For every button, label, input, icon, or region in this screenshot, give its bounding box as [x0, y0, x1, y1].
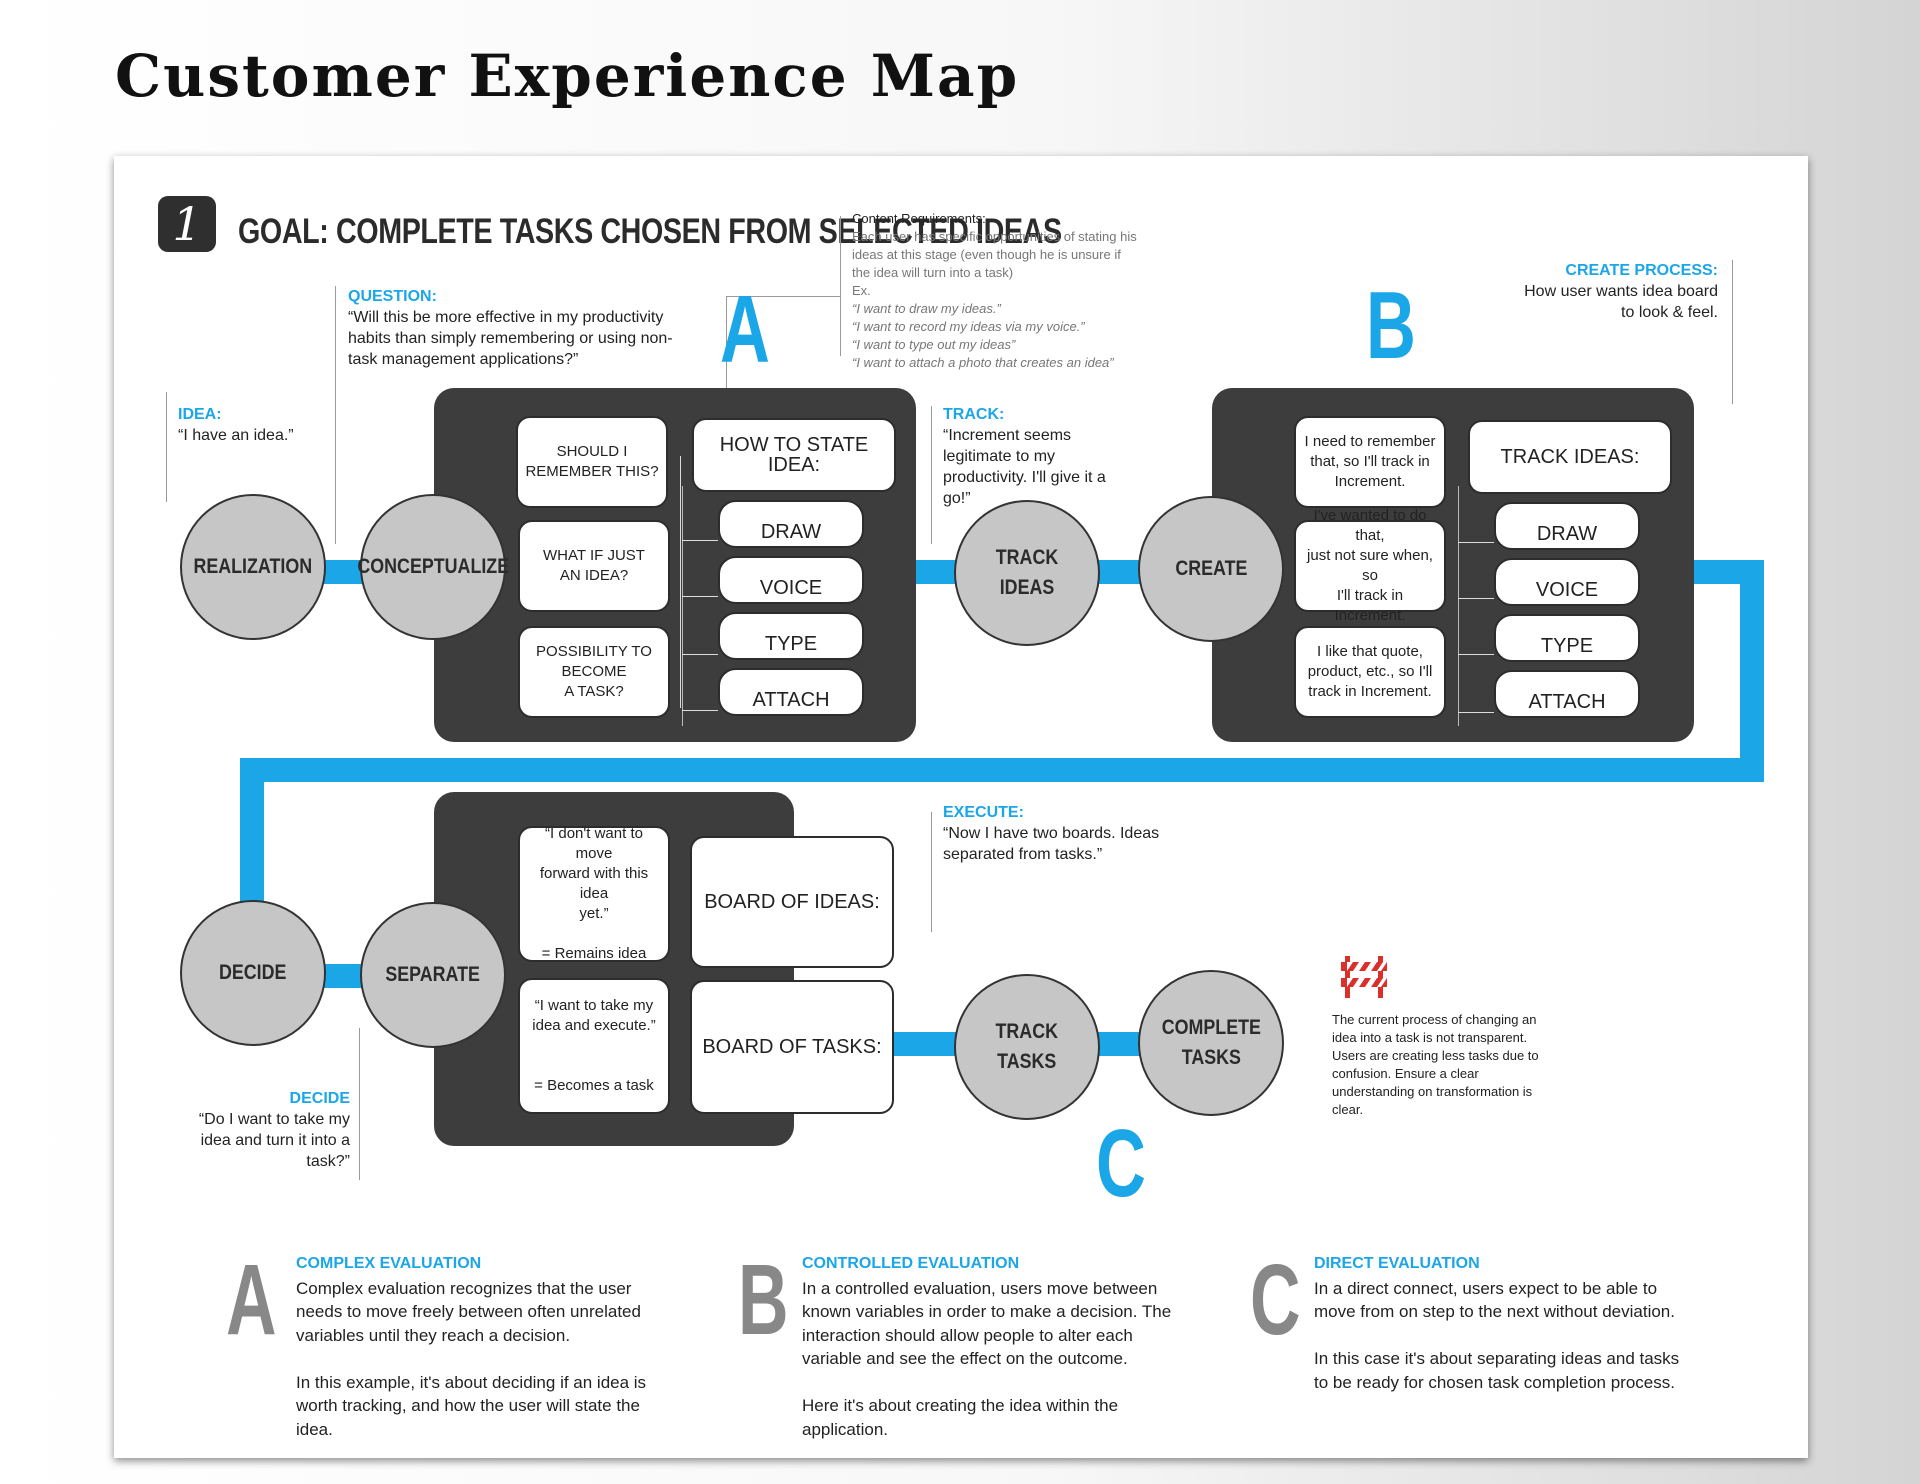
how-to-state-idea-header: HOW TO STATE IDEA:: [692, 418, 896, 492]
requirement-example: “I want to type out my ideas”: [852, 337, 1016, 352]
app-logo-icon: 1: [158, 196, 216, 252]
decide-leader-line: [359, 1028, 360, 1180]
track-label: TRACK:: [943, 406, 1005, 423]
question-card[interactable]: POSSIBILITY TO BECOME A TASK?: [518, 626, 670, 718]
explanation-a: COMPLEX EVALUATION Complex evaluation re…: [296, 1252, 670, 1441]
flow-connector: [1740, 560, 1764, 782]
explanation-c-text: In a direct connect, users expect to be …: [1314, 1278, 1680, 1392]
question-label: QUESTION:: [348, 288, 437, 305]
section-letter-a: A: [720, 276, 770, 383]
execute-leader-line: [931, 812, 932, 932]
reason-card[interactable]: I've wanted to do that, just not sure wh…: [1294, 507, 1446, 624]
node-decide[interactable]: DECIDE: [180, 900, 326, 1046]
goal-heading: GOAL: COMPLETE TASKS CHOSEN FROM SELECTE…: [238, 212, 1062, 251]
question-card[interactable]: WHAT IF JUST AN IDEA?: [518, 520, 670, 612]
option-type[interactable]: TYPE: [1494, 614, 1640, 662]
content-requirements: Content Requirements: Each user has spec…: [852, 210, 1142, 372]
decide-text: “Do I want to take my idea and turn it i…: [198, 1111, 350, 1170]
section-letter-c: C: [1096, 1110, 1146, 1217]
explanation-a-text: Complex evaluation recognizes that the u…: [296, 1278, 647, 1439]
reason-card[interactable]: I like that quote, product, etc., so I'l…: [1294, 626, 1446, 718]
explanation-c: DIRECT EVALUATION In a direct connect, u…: [1314, 1252, 1698, 1394]
board-of-tasks[interactable]: BOARD OF TASKS:: [690, 980, 894, 1114]
page-title: Customer Experience Map: [115, 42, 1020, 110]
requirements-leader-line: [840, 216, 841, 356]
decide-label: DECIDE: [289, 1090, 350, 1107]
explanation-a-title: COMPLEX EVALUATION: [296, 1255, 482, 1272]
option-voice[interactable]: VOICE: [1494, 558, 1640, 606]
execute-text: “Now I have two boards. Ideas separated …: [943, 825, 1160, 863]
option-draw[interactable]: DRAW: [718, 500, 864, 548]
flow-connector: [240, 758, 264, 918]
track-leader-line: [931, 406, 932, 544]
remains-idea-card[interactable]: “I don't want to move forward with this …: [518, 825, 670, 962]
track-annotation: TRACK: “Increment seems legitimate to my…: [943, 404, 1133, 509]
idea-label: IDEA:: [178, 406, 222, 423]
create-process-text: How user wants idea board to look & feel…: [1524, 283, 1718, 321]
explanation-b-title: CONTROLLED EVALUATION: [802, 1255, 1020, 1272]
panel-a-branch-line: [680, 456, 681, 708]
node-conceptualize[interactable]: CONCEPTUALIZE: [357, 494, 509, 640]
flow-connector: [240, 758, 1764, 782]
explanation-b: CONTROLLED EVALUATION In a controlled ev…: [802, 1252, 1176, 1441]
content-requirements-title: Content Requirements:: [852, 211, 986, 226]
option-attach[interactable]: ATTACH: [718, 668, 864, 716]
experience-map-sheet: 1 GOAL: COMPLETE TASKS CHOSEN FROM SELEC…: [114, 156, 1808, 1458]
node-track-ideas[interactable]: TRACK IDEAS: [954, 500, 1100, 646]
explanation-c-title: DIRECT EVALUATION: [1314, 1255, 1480, 1272]
content-requirements-body: Each user has specific opportunities of …: [852, 229, 1137, 280]
content-requirements-ex: Ex.: [852, 283, 871, 298]
node-separate[interactable]: SEPARATE: [360, 902, 506, 1048]
execute-annotation: EXECUTE: “Now I have two boards. Ideas s…: [943, 802, 1163, 865]
option-type[interactable]: TYPE: [718, 612, 864, 660]
create-process-label: CREATE PROCESS:: [1565, 262, 1718, 279]
idea-leader-line: [166, 392, 167, 502]
execute-label: EXECUTE:: [943, 804, 1024, 821]
panel-b-branch-line: [1458, 486, 1459, 726]
node-track-tasks[interactable]: TRACK TASKS: [954, 974, 1100, 1120]
explanation-b-text: In a controlled evaluation, users move b…: [802, 1278, 1172, 1439]
warning-note: The current process of changing an idea …: [1332, 1012, 1539, 1117]
requirements-leader-join: [726, 296, 840, 297]
explain-letter-b: B: [738, 1244, 789, 1356]
requirements-leader-drop: [726, 296, 727, 390]
section-letter-b: B: [1366, 272, 1416, 379]
track-ideas-header: TRACK IDEAS:: [1468, 420, 1672, 494]
node-complete-tasks[interactable]: COMPLETE TASKS: [1138, 970, 1284, 1116]
question-annotation: QUESTION: “Will this be more effective i…: [348, 286, 688, 370]
decide-annotation: DECIDE “Do I want to take my idea and tu…: [174, 1088, 350, 1172]
explain-letter-a: A: [226, 1244, 277, 1356]
option-voice[interactable]: VOICE: [718, 556, 864, 604]
requirement-example: “I want to record my ideas via my voice.…: [852, 319, 1085, 334]
reason-card[interactable]: I need to remember that, so I'll track i…: [1294, 416, 1446, 508]
track-text: “Increment seems legitimate to my produc…: [943, 427, 1106, 507]
requirement-example: “I want to draw my ideas.”: [852, 301, 1001, 316]
barrier-icon: [1341, 956, 1387, 998]
becomes-task-card[interactable]: “I want to take my idea and execute.” = …: [518, 978, 670, 1114]
option-attach[interactable]: ATTACH: [1494, 670, 1640, 718]
node-realization[interactable]: REALIZATION: [180, 494, 326, 640]
create-process-annotation: CREATE PROCESS: How user wants idea boar…: [1512, 260, 1718, 323]
idea-text: “I have an idea.”: [178, 427, 294, 444]
option-draw[interactable]: DRAW: [1494, 502, 1640, 550]
idea-annotation: IDEA: “I have an idea.”: [178, 404, 328, 446]
question-card[interactable]: SHOULD I REMEMBER THIS?: [516, 416, 668, 508]
node-create[interactable]: CREATE: [1138, 496, 1284, 642]
explain-letter-c: C: [1250, 1244, 1301, 1356]
question-leader-line: [335, 286, 336, 544]
create-process-leader-line: [1732, 260, 1733, 404]
question-text: “Will this be more effective in my produ…: [348, 309, 673, 368]
requirement-example: “I want to attach a photo that creates a…: [852, 355, 1114, 370]
board-of-ideas[interactable]: BOARD OF IDEAS:: [690, 836, 894, 968]
